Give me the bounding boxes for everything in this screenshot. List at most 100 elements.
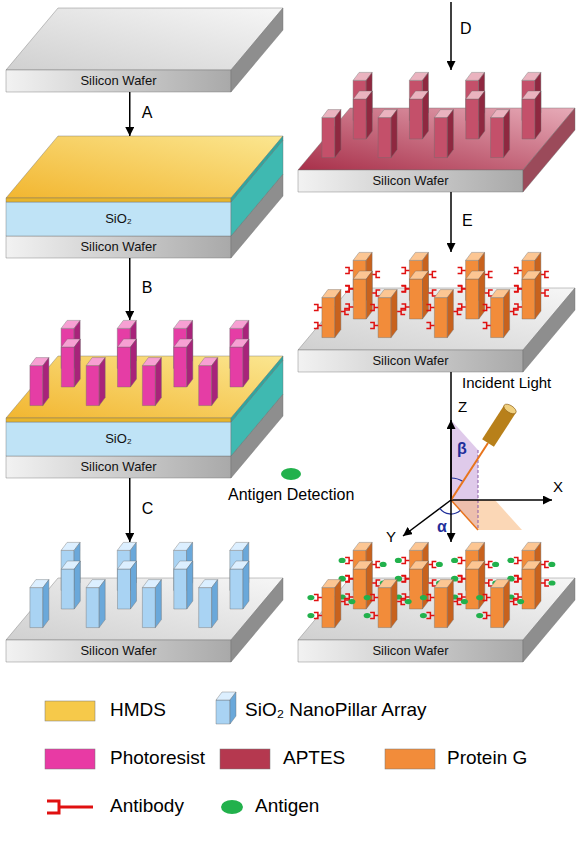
antibody: [314, 305, 322, 311]
legend-label: SiO₂ NanoPillar Array: [245, 699, 427, 721]
pillar-front: [410, 279, 423, 319]
antigen: [339, 558, 346, 563]
hmds-layer-side: [231, 136, 283, 202]
layer-label: Silicon Wafer: [372, 170, 448, 192]
antibody: [341, 309, 349, 315]
layer-block: Silicon Wafer: [298, 542, 523, 662]
projection-line: [451, 500, 478, 530]
caption-text: Incident Light: [462, 374, 551, 391]
pillar-side: [423, 91, 429, 139]
antibody: [314, 595, 322, 601]
antibody: [401, 557, 409, 563]
antibody: [483, 595, 491, 601]
pillar-front: [522, 569, 535, 609]
antibody: [514, 286, 522, 292]
antibody: [345, 285, 353, 291]
pillar-front: [174, 569, 187, 609]
label-holder: X: [553, 478, 563, 495]
pillar-side: [335, 580, 341, 628]
antibody: [314, 323, 322, 329]
pillar-side: [504, 110, 510, 158]
antibody: [485, 271, 493, 277]
antigen: [348, 599, 355, 604]
pillar-front: [322, 298, 335, 338]
antibody: [541, 580, 549, 586]
process-arrow: [450, 192, 452, 252]
layer-block: Silicon Wafer: [6, 456, 231, 478]
antigen: [380, 562, 387, 567]
pillar-front: [230, 569, 243, 609]
label-holder: D: [460, 20, 472, 38]
pillar-front: [522, 279, 535, 319]
layer-label: Silicon Wafer: [80, 456, 156, 478]
process-stage: [6, 320, 283, 478]
edge-label-holder: C: [142, 500, 154, 518]
label-holder: α: [437, 518, 447, 536]
pillar-front: [86, 588, 99, 628]
pillar-side: [212, 358, 218, 406]
antibody: [372, 580, 380, 586]
pillar-front: [353, 279, 366, 319]
pillar-front: [353, 569, 366, 609]
antibody: [397, 599, 405, 605]
legend-holder: SiO₂ NanoPillar Array: [245, 699, 427, 721]
pillar-side: [504, 290, 510, 338]
layer-block: Silicon Wafer: [6, 8, 231, 92]
layer-label: Silicon Wafer: [372, 350, 448, 372]
antibody: [485, 290, 493, 296]
antibody: [397, 309, 405, 315]
pillar-side: [391, 580, 397, 628]
antibody: [514, 267, 522, 273]
antibody: [485, 580, 493, 586]
legend-item: [45, 749, 95, 769]
layer-label: Silicon Wafer: [372, 640, 448, 662]
layer-block: Silicon Wafer: [298, 72, 523, 192]
step-label: E: [462, 212, 473, 230]
antibody: [372, 290, 380, 296]
legend-label: Antibody: [110, 795, 184, 817]
step-label: A: [142, 104, 153, 122]
step-arrow: [450, 2, 452, 70]
pillar-front: [522, 99, 535, 139]
pillar-front: [322, 118, 335, 158]
pillar-side: [479, 91, 485, 139]
pillar-front: [118, 347, 131, 387]
pillar-side: [99, 580, 105, 628]
legend-swatch: [220, 749, 270, 769]
antibody: [510, 599, 518, 605]
antigen-icon: [281, 468, 301, 480]
aptes-layer-front: [298, 170, 523, 192]
pillar-front: [491, 588, 504, 628]
antigen: [549, 580, 556, 585]
step-label: Antigen Detection: [228, 486, 354, 504]
antibody: [370, 613, 378, 619]
pillar-side: [155, 358, 161, 406]
step-label: B: [142, 279, 153, 297]
antibody: [370, 595, 378, 601]
pillar-side: [74, 339, 80, 387]
pillar-front: [491, 118, 504, 158]
antibody: [345, 557, 353, 563]
light-ray: [451, 443, 488, 500]
legend-symbol: [47, 801, 93, 813]
legend-swatch: [221, 800, 243, 814]
antibody: [372, 561, 380, 567]
pillar-side: [366, 271, 372, 319]
wafer-layer-front: [6, 70, 231, 92]
axis-label: X: [553, 478, 563, 495]
hmds-layer-front: [6, 198, 231, 202]
edge-label-holder: A: [142, 104, 153, 122]
axis-label: Z: [458, 398, 467, 415]
pillar-side: [423, 271, 429, 319]
legend-swatch: [45, 701, 95, 721]
pillar-front: [434, 118, 447, 158]
process-stages: [6, 8, 575, 662]
pillar-front: [434, 298, 447, 338]
legend-item: [221, 800, 243, 814]
step-label: D: [460, 20, 472, 38]
pillar-front: [30, 588, 43, 628]
antibody: [458, 576, 466, 582]
antibody: [345, 267, 353, 273]
antibody: [541, 271, 549, 277]
pillar-side: [479, 271, 485, 319]
